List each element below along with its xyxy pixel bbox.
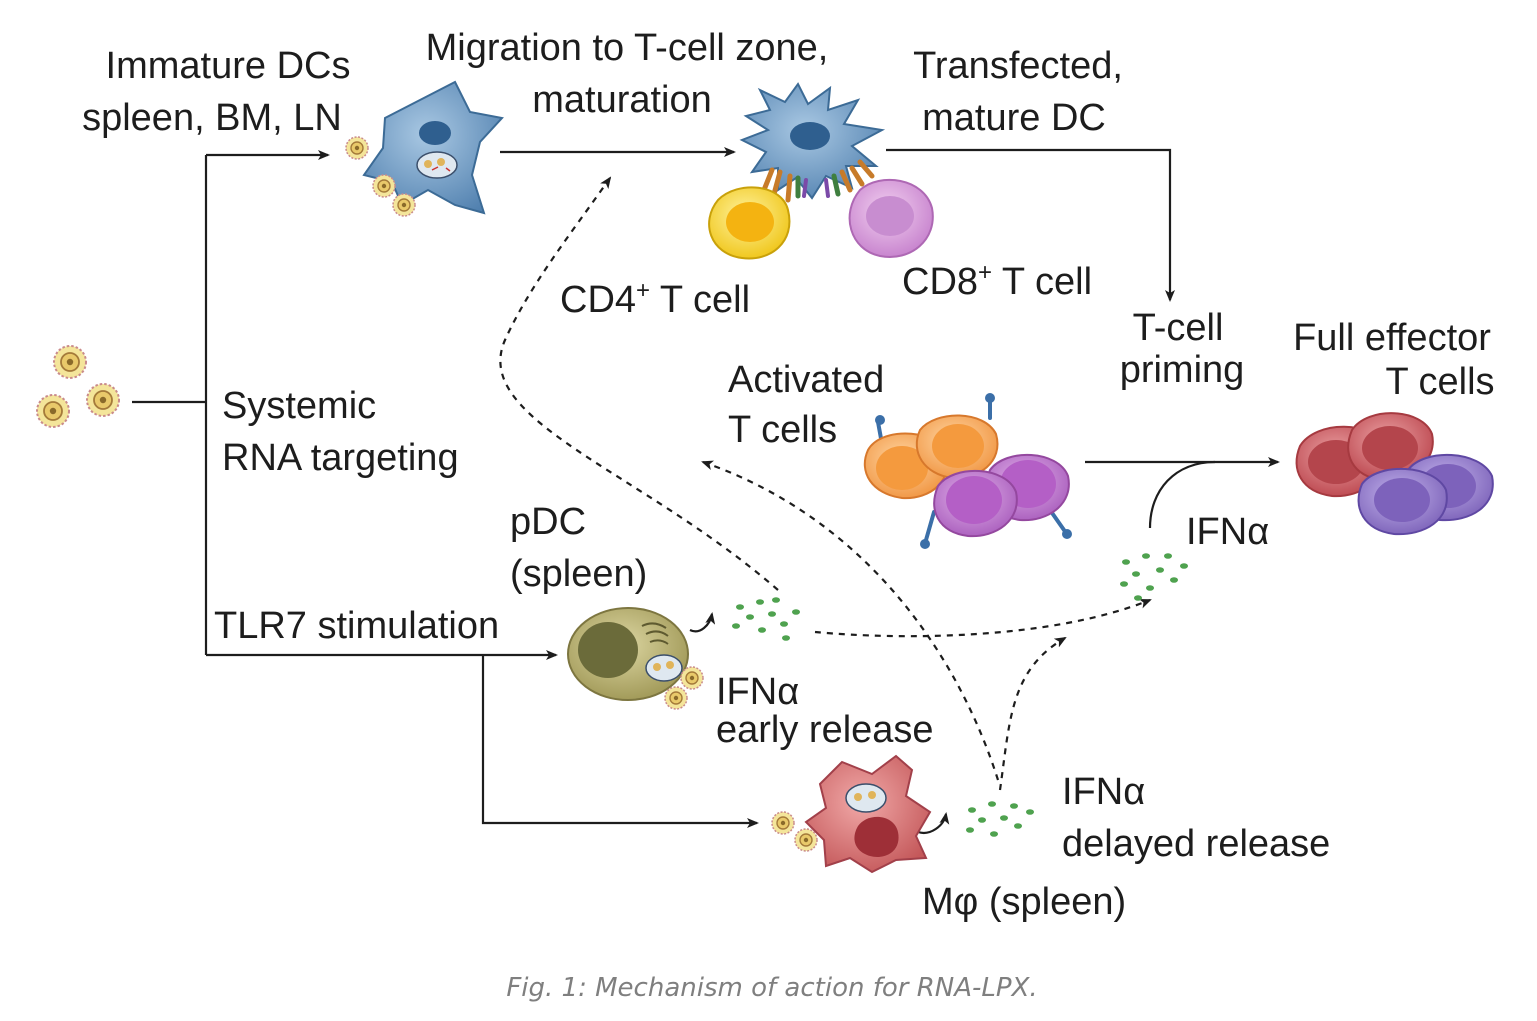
mhc-receptors [761,159,875,203]
ifna-join-curve [1148,460,1216,529]
ifna-early-label: IFNα [716,671,799,713]
to-macrophage-branch-arrow [481,655,759,828]
ifn-to-dc-dashed-arrow [499,176,779,591]
connector-lines [132,147,1280,834]
maturation-label: maturation [532,79,712,121]
delayed-release-label: delayed release [1062,823,1330,865]
rna-lpx-particles-left [36,345,120,428]
ifn-dots-macrophage [966,801,1034,837]
macrophage-cell [771,754,932,874]
dashed-flows [499,176,1152,791]
t-cell-priming-label-2: priming [1120,349,1245,391]
pdc-spleen-label: (spleen) [510,553,647,595]
transfected-label: Transfected, [913,45,1123,87]
full-effector-t-cells [1295,412,1494,536]
immature-dc-cell [345,80,504,217]
ifn-dots-pdc [732,597,800,641]
migration-label: Migration to T-cell zone, [426,27,829,69]
ifn-dots-right [1120,553,1188,601]
t-cell-priming-label: T-cell [1133,307,1224,349]
pdc-release-curve [689,612,716,633]
cd8-t-cell-label: CD8+ T cell [902,259,1092,303]
mac-release-curve [917,812,950,834]
immature-dcs-label: Immature DCs [106,45,351,87]
cd8-t-cell [848,178,934,258]
figure-caption: Fig. 1: Mechanism of action for RNA-LPX. [506,973,1037,1003]
immature-dcs-sites-label: spleen, BM, LN [82,97,342,139]
ifna-right-label: IFNα [1186,511,1269,553]
activated-t-cells [863,393,1072,549]
early-release-label: early release [716,709,934,751]
mac-ifn-to-effector-dashed-arrow [998,636,1067,791]
activated-t-cells-label-2: T cells [728,409,837,451]
full-effector-label: Full effector [1293,317,1491,359]
pdc-cell [567,607,704,710]
systemic-label: Systemic [222,385,376,427]
mature-dc-cell [739,82,886,200]
rna-targeting-label: RNA targeting [222,437,459,479]
cd4-t-cell-label: CD4+ T cell [560,277,750,321]
cd4-t-cell [708,186,791,260]
ifna-delayed-label: IFNα [1062,771,1145,813]
mature-dc-label: mature DC [922,97,1106,139]
full-effector-label-2: T cells [1385,361,1494,403]
priming-arrow [886,148,1175,302]
pdc-label: pDC [510,501,586,543]
ifn-to-activated-dashed-arrow [701,460,1000,781]
pdc-ifn-to-effector-dashed-arrow [814,598,1152,638]
macrophage-label: Mφ (spleen) [922,881,1126,923]
activated-t-cells-label: Activated [728,359,884,401]
tlr7-stimulation-label: TLR7 stimulation [214,605,499,647]
